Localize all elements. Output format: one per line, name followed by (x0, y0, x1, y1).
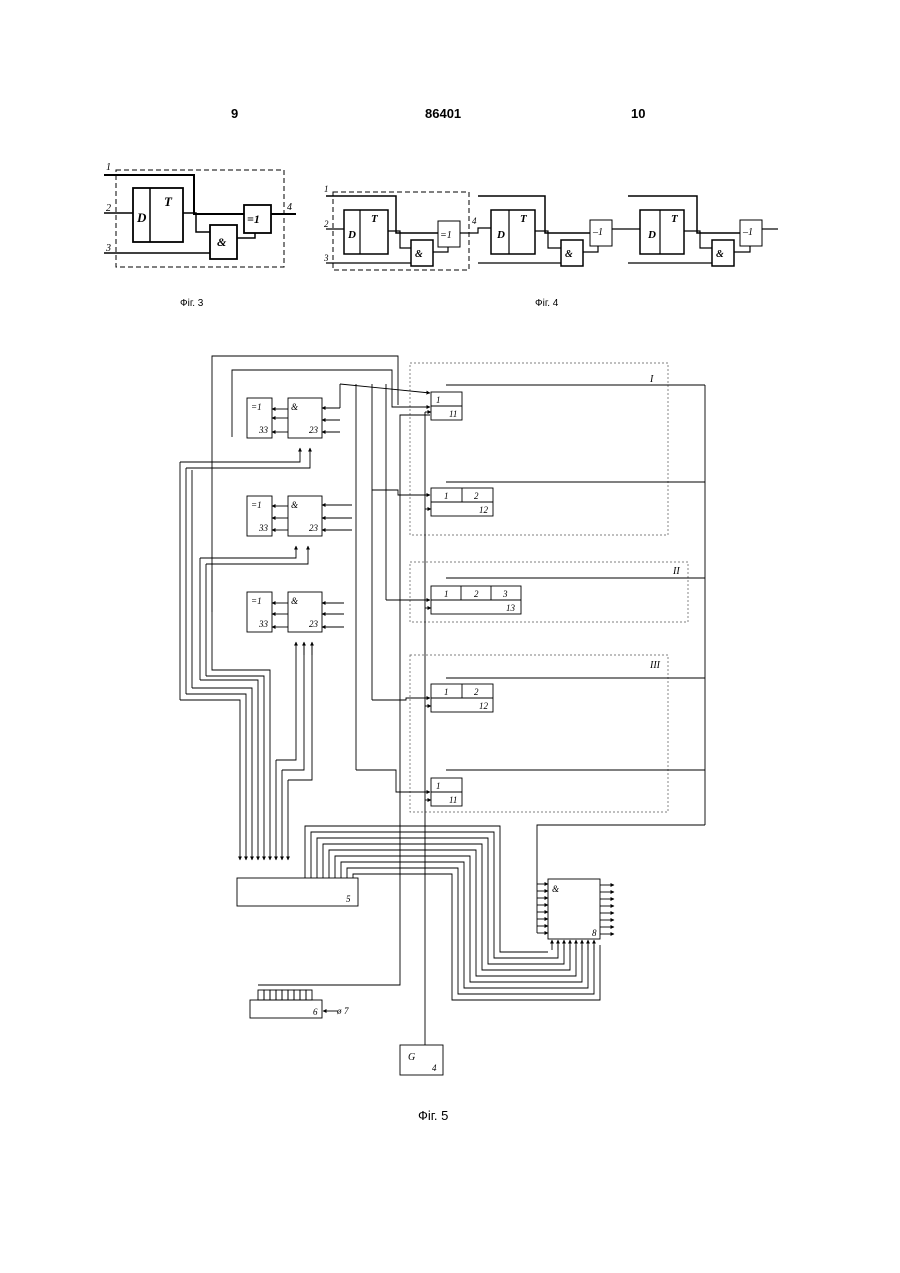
fig4-and-label-3: & (716, 249, 724, 260)
generator-num: 4 (432, 1063, 437, 1073)
input-7-label: 7 (344, 1006, 349, 1016)
reg11a-num: 11 (449, 409, 457, 419)
and-num-b: 23 (309, 523, 319, 533)
and-num-c: 23 (309, 619, 319, 629)
input-7-symbol: ø (336, 1006, 342, 1016)
block-8-inputs (537, 880, 548, 933)
fig4-d-label-1: D (347, 229, 356, 241)
fig4-not-label-2: –1 (592, 227, 603, 238)
reg13-cell-3: 3 (502, 589, 508, 599)
group-boundary-I (410, 363, 668, 535)
fig3-port-3: 3 (105, 243, 111, 254)
fig3-t-label: T (164, 194, 173, 209)
fig3-diagram (104, 170, 296, 267)
xor-label-b: =1 (251, 500, 262, 510)
and-label-c: & (291, 596, 298, 606)
xor-label-c: =1 (251, 596, 262, 606)
fig4-not-label-3: –1 (742, 227, 753, 238)
block-5 (237, 878, 358, 906)
fig4-port-3: 3 (323, 253, 329, 263)
fig4-d-label-2: D (496, 229, 505, 241)
fig4-and-label-2: & (565, 249, 573, 260)
block-8-outputs (600, 885, 614, 934)
fig4-port-1: 1 (324, 184, 329, 194)
reg11a-cell-1: 1 (436, 395, 441, 405)
reg12a-cell-1: 1 (444, 491, 449, 501)
fig4-t-label-3: T (671, 213, 679, 225)
and-num-a: 23 (309, 425, 319, 435)
fig3-and-label: & (217, 235, 227, 249)
fig4-port-4: 4 (472, 216, 477, 226)
fig4-xor-label-1: =1 (440, 230, 452, 241)
fig5-group-boundaries (410, 363, 688, 812)
and-label-b: & (291, 500, 298, 510)
fig3-line-1 (104, 175, 244, 214)
fig4-t-label-1: T (371, 213, 379, 225)
fig3-port-4: 4 (287, 202, 292, 213)
block-6-switches (258, 985, 312, 1000)
fig4-diagram (326, 192, 778, 270)
reg11b-num: 11 (449, 795, 457, 805)
and-label-a: & (291, 402, 298, 412)
block-6 (250, 1000, 322, 1018)
reg13-cell-1: 1 (444, 589, 449, 599)
reg12b-cell-2: 2 (474, 687, 479, 697)
block-6-label: 6 (313, 1007, 318, 1017)
group-label-III: III (649, 660, 661, 671)
group-label-I: I (649, 374, 654, 385)
group-boundary-II (410, 562, 688, 622)
reg12a-num: 12 (479, 505, 489, 515)
block-8-label: 8 (592, 928, 597, 938)
generator-block (400, 1045, 443, 1075)
xor-num-a: 33 (258, 425, 269, 435)
reg12b-num: 12 (479, 701, 489, 711)
fig4-t-label-2: T (520, 213, 528, 225)
fig3-xor-label: =1 (247, 212, 260, 226)
fig4-and-label-1: & (415, 249, 423, 260)
fig3-port-1: 1 (106, 162, 111, 173)
reg12a-cell-2: 2 (474, 491, 479, 501)
fig3-port-2: 2 (106, 203, 111, 214)
reg11b-cell-1: 1 (436, 781, 441, 791)
xor-num-b: 33 (258, 523, 269, 533)
group-label-II: II (672, 566, 680, 577)
group-boundary-III (410, 655, 668, 812)
reg13-cell-2: 2 (474, 589, 479, 599)
xor-num-c: 33 (258, 619, 269, 629)
block-5-label: 5 (346, 894, 351, 904)
fig3-d-label: D (136, 210, 147, 225)
reg13-num: 13 (506, 603, 516, 613)
block-8-bottom-arrows (552, 940, 594, 950)
fig4-port-2: 2 (324, 219, 329, 229)
reg12b-cell-1: 1 (444, 687, 449, 697)
xor-label-a: =1 (251, 402, 262, 412)
fig5-diagram (180, 356, 705, 1075)
generator-label: G (408, 1052, 415, 1063)
fig3-t-output (183, 213, 210, 232)
bus-bundle-5-to-8 (305, 826, 600, 1000)
block-8-and-label: & (552, 884, 559, 894)
fig4-d-label-3: D (647, 229, 656, 241)
